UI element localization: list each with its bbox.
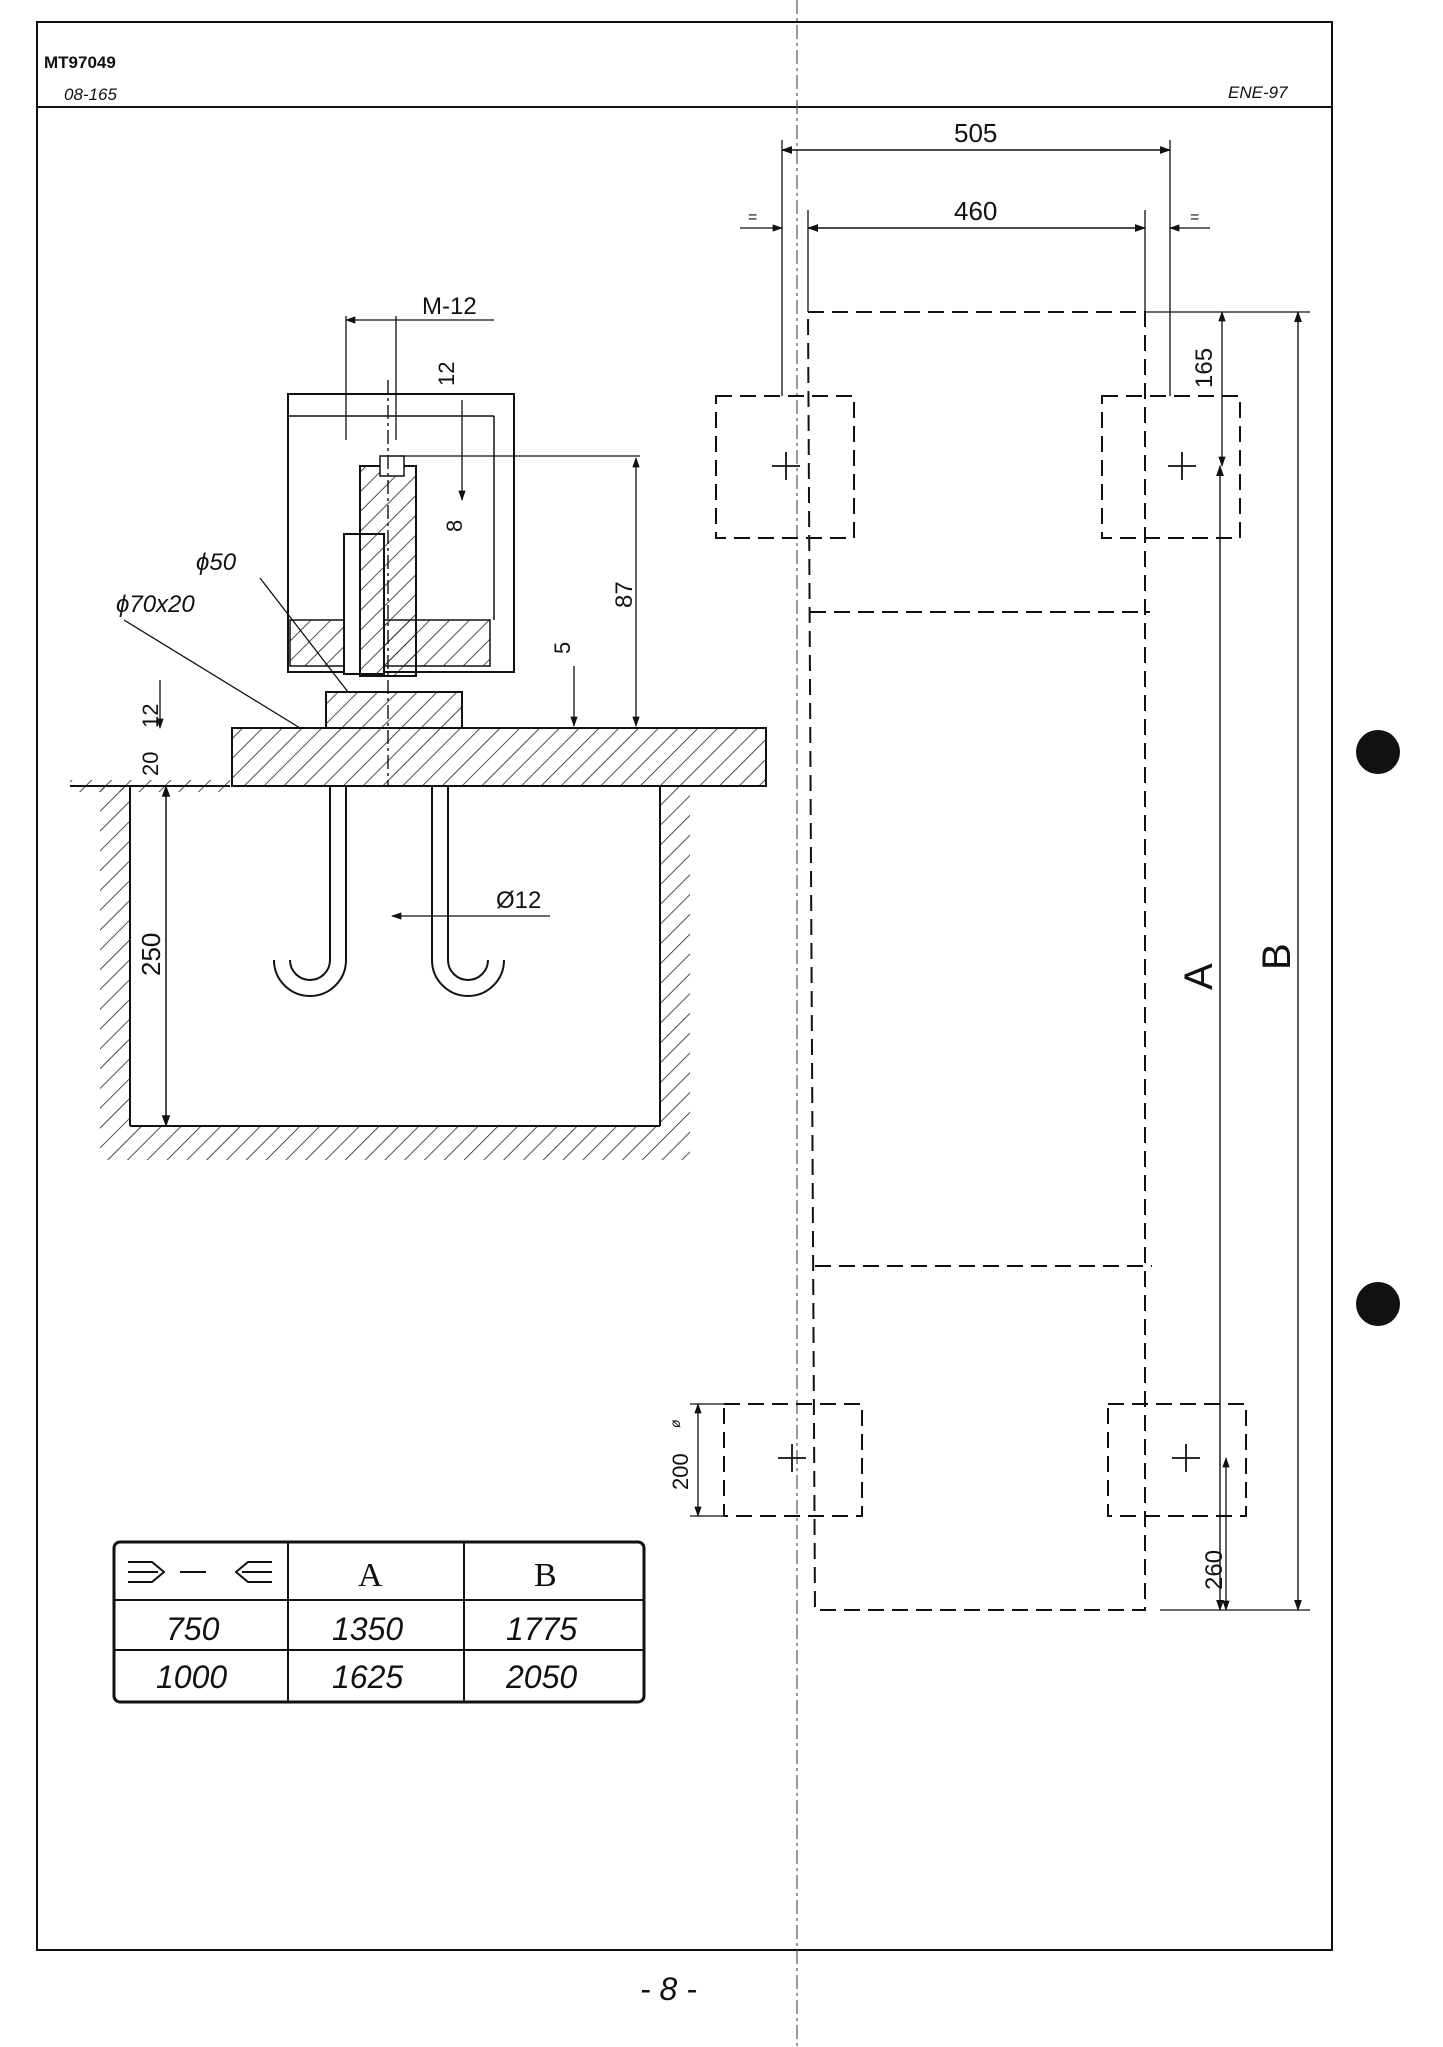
dim-460: 460 <box>954 196 997 226</box>
table-cell-size: 750 <box>166 1611 220 1647</box>
label-rod-12: Ø12 <box>496 887 541 914</box>
dim-505: 505 <box>954 118 997 148</box>
doc-ref: ENE-97 <box>1228 83 1288 102</box>
label-dim-a: A <box>1177 963 1221 990</box>
anchor-section-view: M-12 12 8 87 5 ϕ50 ϕ70x20 12 20 250 Ø12 <box>70 293 767 1160</box>
anchor-rods <box>273 786 505 997</box>
doc-code: MT97049 <box>44 53 116 72</box>
punch-hole-bottom <box>1356 1282 1400 1326</box>
bolt-marks <box>772 452 1200 1472</box>
foot-block-top-left <box>715 395 855 539</box>
label-bolt-m12: M-12 <box>422 293 477 320</box>
table-cell-a: 1350 <box>332 1611 403 1647</box>
dim-plate-12: 12 <box>138 704 163 728</box>
dim-nut-8: 8 <box>442 520 467 532</box>
table-header-a: A <box>358 1557 383 1594</box>
table-header-b: B <box>534 1557 557 1594</box>
punch-hole-top <box>1356 730 1400 774</box>
equal-mark-left: = <box>748 209 757 226</box>
label-washer-50: ϕ50 <box>196 549 237 576</box>
dim-top-12: 12 <box>434 362 459 386</box>
bolt-body <box>359 465 417 677</box>
equal-mark-right: = <box>1190 209 1199 226</box>
dim-depth-250: 250 <box>136 933 166 976</box>
label-dim-b: B <box>1255 943 1299 970</box>
dim-200-mark: ø <box>667 1419 683 1428</box>
dim-plate-20: 20 <box>138 752 163 776</box>
table-cell-size: 1000 <box>156 1659 227 1695</box>
base-plate <box>231 727 767 787</box>
dim-height-87: 87 <box>611 581 638 608</box>
ground-hatch <box>70 780 690 1160</box>
foot-block-top-right <box>1101 395 1241 539</box>
machine-to-machine-icon <box>128 1561 272 1583</box>
table-cell-b: 2050 <box>505 1659 577 1695</box>
dim-200: 200 <box>668 1453 693 1490</box>
label-plate-70x20: ϕ70x20 <box>116 591 195 618</box>
table-cell-a: 1625 <box>332 1659 403 1695</box>
foot-block-bottom-right <box>1107 1403 1247 1517</box>
foot-block-bottom-left <box>723 1403 863 1517</box>
washer-plate <box>325 691 463 729</box>
dim-260: 260 <box>1201 1550 1228 1590</box>
dim-gap-5: 5 <box>550 642 575 654</box>
doc-sub: 08-165 <box>64 85 117 104</box>
table-cell-b: 1775 <box>506 1611 577 1647</box>
plan-view <box>690 140 1310 1612</box>
dimension-table <box>112 1540 646 1704</box>
sheet-frame <box>36 0 1333 2047</box>
dim-165: 165 <box>1191 348 1218 388</box>
page-number: - 8 - <box>640 1971 697 2007</box>
